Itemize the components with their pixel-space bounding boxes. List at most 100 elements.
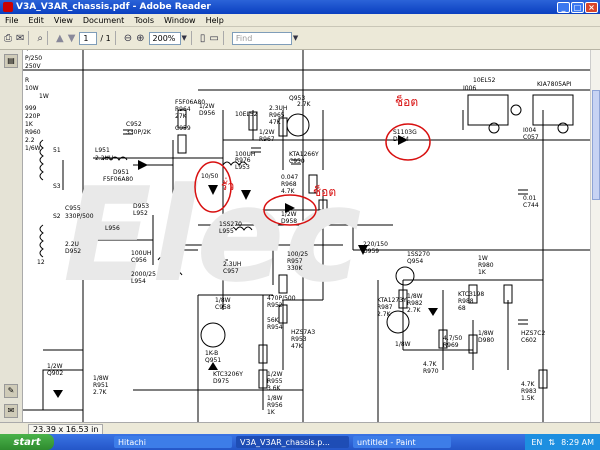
component-label: C958 <box>215 304 231 311</box>
component-label: 100UH <box>235 151 255 158</box>
component-label: 250V <box>25 63 41 70</box>
component-label: S1103G <box>393 129 417 136</box>
find-input[interactable]: Find <box>231 31 292 45</box>
component-label: 10EL52 <box>473 77 496 84</box>
task-adobe-reader[interactable]: V3A_V3AR_chassis.p... <box>236 436 349 448</box>
component-label: I004 <box>523 127 536 134</box>
component-label: L951 <box>95 147 110 154</box>
toolbar-separator <box>28 31 30 45</box>
annotation-short-circuit-2: ช็อต <box>313 184 336 199</box>
component-label: 1K-B <box>205 350 218 357</box>
component-label: HZS7C2 <box>521 330 545 337</box>
find-dropdown-icon[interactable]: ▼ <box>292 34 299 42</box>
menu-bar: File Edit View Document Tools Window Hel… <box>0 14 600 27</box>
previous-page-icon[interactable]: ▲ <box>56 32 64 44</box>
component-label: 1/2W <box>259 129 275 136</box>
component-label: Q953 <box>289 95 305 102</box>
comments-icon[interactable]: ✉ <box>4 404 18 418</box>
annotation-circle <box>385 123 431 161</box>
toolbar-separator <box>114 31 116 45</box>
scrollbar-thumb[interactable] <box>592 90 600 200</box>
network-icon[interactable]: ⇅ <box>548 437 556 447</box>
component-label: D952 <box>65 248 81 255</box>
component-label: 100UH <box>131 250 151 257</box>
adobe-reader-icon <box>3 2 13 12</box>
navigation-panel: ▤ ✎ ✉ <box>0 50 23 422</box>
menu-help[interactable]: Help <box>205 15 224 25</box>
minimize-button[interactable]: _ <box>557 1 570 13</box>
zoom-level-select[interactable]: 200% <box>148 31 181 45</box>
component-label: 2.7K <box>407 307 422 314</box>
email-icon[interactable]: ✉ <box>16 32 25 44</box>
component-label: 1.5K <box>521 395 536 402</box>
component-label: D975 <box>213 378 229 385</box>
task-paint[interactable]: untitled - Paint <box>353 436 451 448</box>
component-label: KTA1266Y <box>289 151 319 158</box>
component-label: 330P/2K <box>126 129 152 136</box>
attachments-icon[interactable]: ✎ <box>4 384 18 398</box>
fit-page-icon[interactable]: ▯ <box>199 32 206 44</box>
component-label: 47K <box>269 119 282 126</box>
component-label: R964 <box>175 106 191 113</box>
zoom-in-icon[interactable]: ⊕ <box>136 32 145 44</box>
component-label: C057 <box>523 134 539 141</box>
menu-file[interactable]: File <box>5 15 19 25</box>
component-label: 27K <box>175 113 188 120</box>
title-bar: V3A_V3AR_chassis.pdf - Adobe Reader _ □ … <box>0 0 600 14</box>
component-label: R960 <box>25 129 41 136</box>
component-label: 1/8W <box>407 293 423 300</box>
component-label: HZS7A3 <box>291 329 315 336</box>
component-label: D964 <box>393 136 409 143</box>
language-indicator[interactable]: EN <box>531 437 543 447</box>
menu-view[interactable]: View <box>53 15 73 25</box>
component-label: 4.7K <box>423 361 438 368</box>
component-label: 2000/25 <box>131 271 156 278</box>
component-label: Q951 <box>205 357 221 364</box>
print-icon[interactable]: ⎙ <box>4 32 12 44</box>
maximize-button[interactable]: □ <box>571 1 584 13</box>
component-label: Q902 <box>47 370 63 377</box>
task-hitachi[interactable]: Hitachi <box>114 436 232 448</box>
watermark-text: Elec <box>63 159 362 311</box>
status-bar: 23.39 x 16.53 in <box>0 422 600 435</box>
component-label: 100/25 <box>287 251 308 258</box>
component-label: 4.7/50 <box>443 335 462 342</box>
component-label: C950 <box>289 158 305 165</box>
component-label: C955 <box>65 205 81 212</box>
menu-tools[interactable]: Tools <box>134 15 155 25</box>
component-label: D980 <box>478 337 494 344</box>
component-label: L954 <box>131 278 146 285</box>
component-label: KIA7805API <box>537 81 572 88</box>
toolbar-separator <box>47 31 48 45</box>
menu-document[interactable]: Document <box>82 15 125 25</box>
component-label: R980 <box>478 262 494 269</box>
next-page-icon[interactable]: ▼ <box>67 32 76 44</box>
component-label: 56K <box>267 317 280 324</box>
component-label: 1/6W <box>25 145 41 152</box>
menu-edit[interactable]: Edit <box>28 15 44 25</box>
component-label: 330K <box>287 265 303 272</box>
zoom-dropdown-icon[interactable]: ▼ <box>181 34 187 42</box>
component-label: R953 <box>291 336 307 343</box>
component-label: 1/8W <box>215 297 231 304</box>
zoom-out-icon[interactable]: ⊖ <box>123 32 133 44</box>
vertical-scrollbar[interactable] <box>590 50 600 422</box>
close-button[interactable]: × <box>585 1 598 13</box>
component-label: R987 <box>377 304 393 311</box>
component-label: D953 <box>133 203 149 210</box>
component-label: 51 <box>53 147 61 154</box>
menu-window[interactable]: Window <box>164 15 196 25</box>
fit-width-icon[interactable]: ▭ <box>209 32 219 44</box>
component-label: R982 <box>407 300 423 307</box>
pages-icon[interactable]: ▤ <box>4 54 18 68</box>
component-label: R970 <box>423 368 439 375</box>
component-label: 12 <box>37 259 45 266</box>
component-label: C602 <box>521 337 537 344</box>
page-number-input[interactable]: 1 <box>79 31 98 45</box>
component-label: 1/8W <box>395 341 411 348</box>
component-label: L956 <box>105 225 120 232</box>
start-button[interactable]: start <box>0 434 54 450</box>
annotation-circle <box>263 194 317 226</box>
search-icon[interactable]: ⌕ <box>37 32 43 44</box>
